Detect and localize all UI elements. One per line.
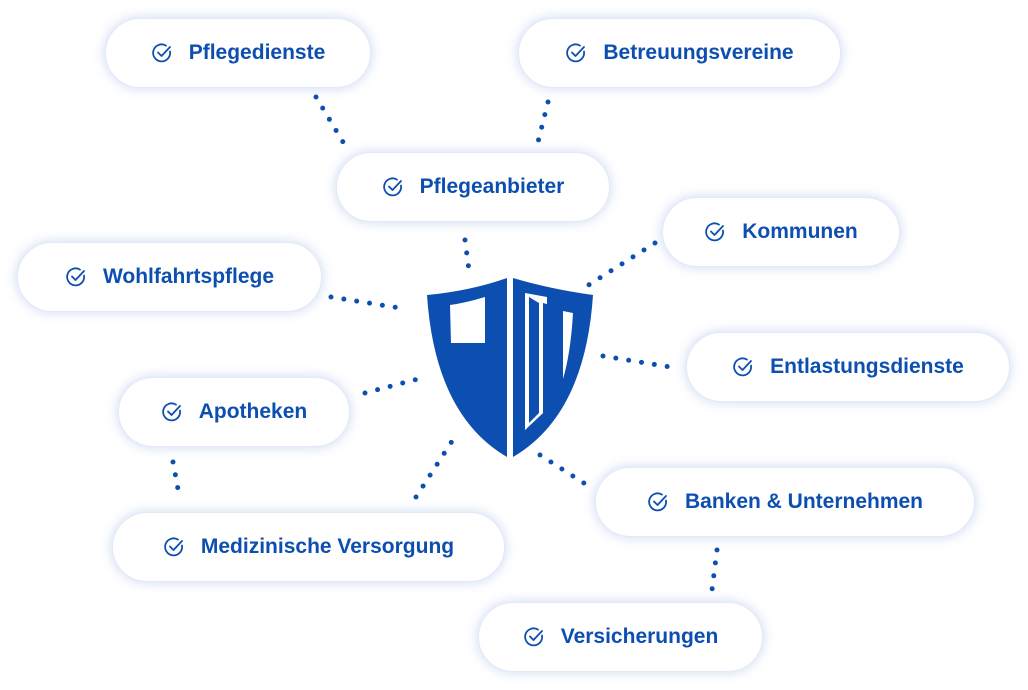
node-versicherungen: Versicherungen (478, 602, 763, 672)
check-circle-icon (733, 357, 753, 377)
check-circle-icon (705, 222, 725, 242)
node-label: Apotheken (198, 400, 308, 423)
connector-pflegeanbieter-logo (462, 237, 473, 281)
node-label: Wohlfahrtspflege (102, 265, 275, 288)
connector-kommunen-logo (584, 240, 658, 289)
connector-pflegedienste-pflegeanbieter (313, 94, 349, 150)
connector-wohlfahrtspflege-logo (328, 294, 409, 312)
node-entlastungsdienste: Entlastungsdienste (686, 332, 1010, 402)
connector-banken-versicherungen (709, 547, 720, 593)
check-circle-icon (151, 43, 171, 63)
check-circle-icon (66, 267, 85, 287)
node-pflegedienste: Pflegedienste (105, 18, 371, 88)
connector-betreuungsvereine-pflegeanbieter (535, 99, 551, 145)
node-label: Medizinische Versorgung (200, 535, 455, 558)
connector-medizinische-logo (413, 432, 459, 500)
shield-logo (427, 278, 593, 457)
node-kommunen: Kommunen (662, 197, 900, 267)
node-label: Banken & Unternehmen (684, 490, 924, 513)
connector-apotheken-medizinische (170, 459, 183, 503)
node-label: Pflegedienste (188, 41, 326, 64)
node-banken: Banken & Unternehmen (595, 467, 975, 537)
node-label: Pflegeanbieter (419, 175, 565, 198)
check-circle-icon (164, 537, 183, 557)
node-label: Entlastungsdienste (770, 355, 964, 378)
node-betreuungsvereine: Betreuungsvereine (518, 18, 841, 88)
node-label: Versicherungen (560, 625, 719, 648)
node-medizinische: Medizinische Versorgung (112, 512, 505, 582)
node-wohlfahrtspflege: Wohlfahrtspflege (17, 242, 322, 312)
check-circle-icon (566, 43, 586, 63)
node-label: Kommunen (742, 220, 858, 243)
connector-entlastungsdienste-logo (600, 353, 679, 371)
node-apotheken: Apotheken (118, 377, 350, 447)
check-circle-icon (162, 402, 181, 422)
connector-apotheken-logo (362, 376, 421, 396)
check-circle-icon (523, 627, 543, 647)
node-label: Betreuungsvereine (603, 41, 794, 64)
check-circle-icon (648, 492, 667, 512)
check-circle-icon (382, 177, 402, 197)
node-pflegeanbieter: Pflegeanbieter (336, 152, 610, 222)
